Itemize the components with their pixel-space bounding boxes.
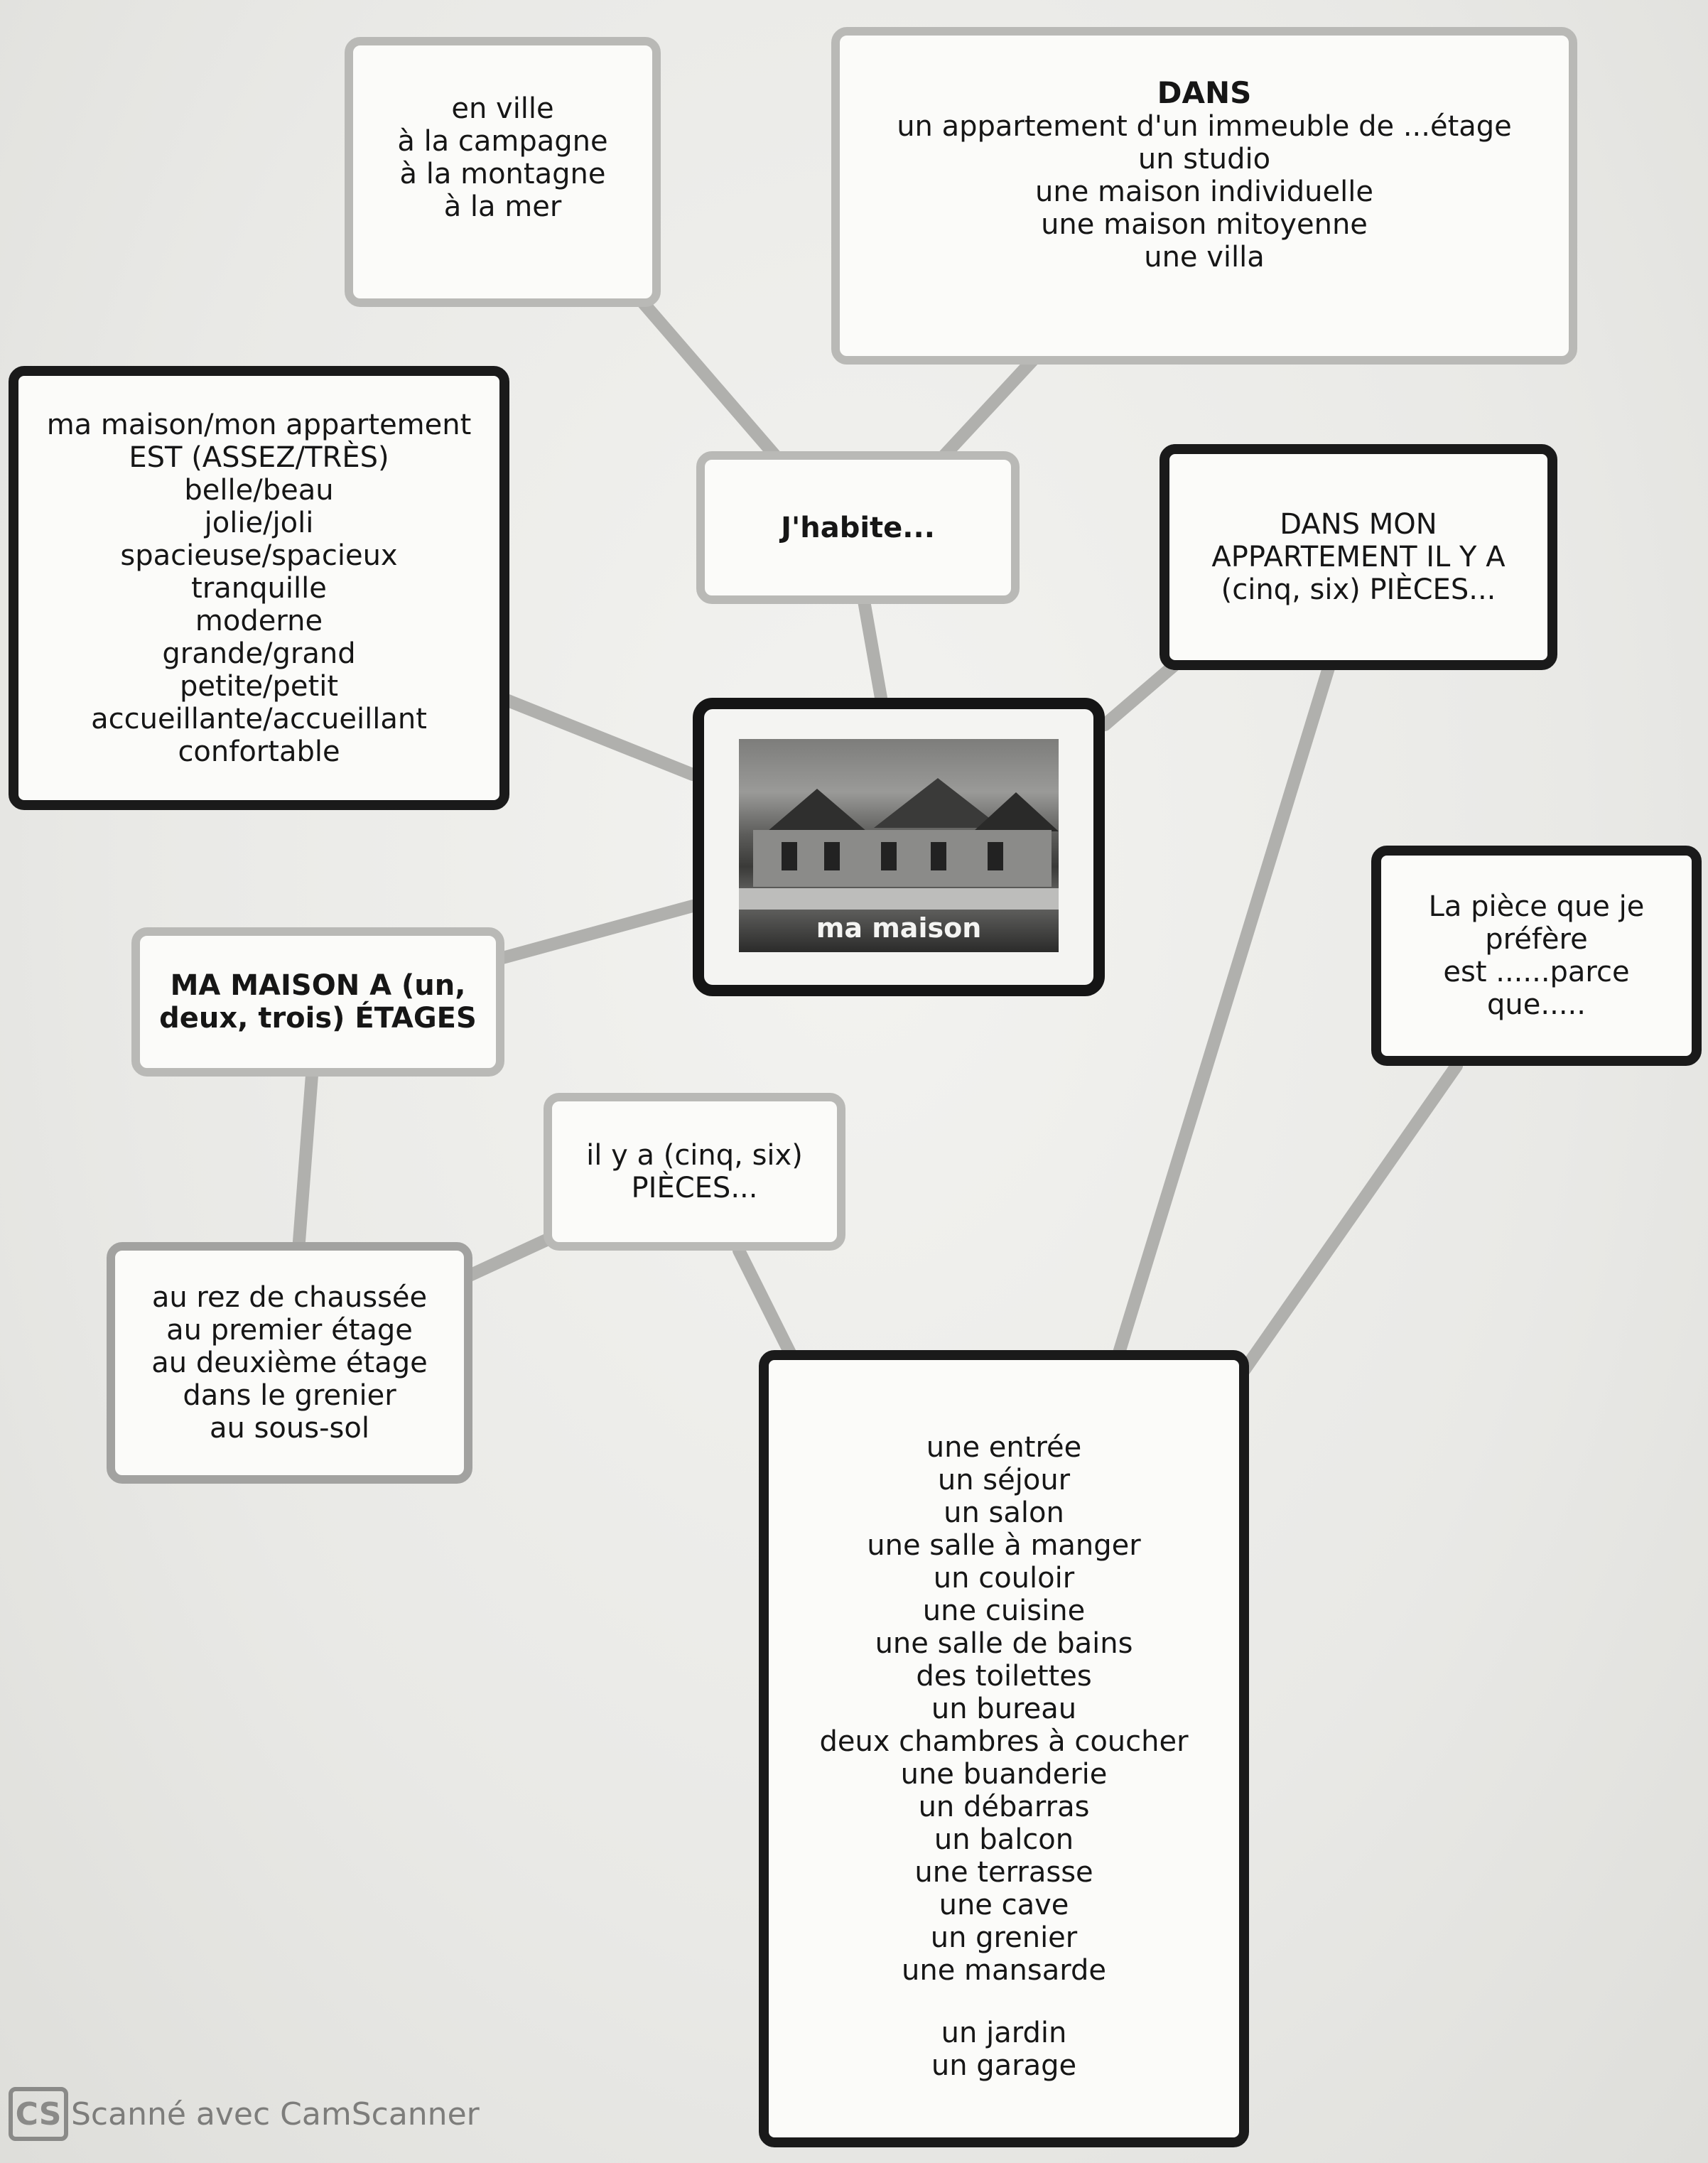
favorite-line: préfère bbox=[1485, 923, 1588, 956]
room-item: une salle à manger bbox=[867, 1529, 1141, 1562]
room-item: un salon bbox=[944, 1496, 1064, 1529]
room-item: un garage bbox=[931, 2049, 1077, 2082]
adjective-line: accueillante/accueillant bbox=[91, 702, 427, 735]
floor-level-line: dans le grenier bbox=[183, 1379, 396, 1412]
dwelling-title: DANS bbox=[1157, 75, 1252, 110]
room-item: une cave bbox=[939, 1889, 1069, 1921]
room-item: une terrasse bbox=[914, 1856, 1093, 1889]
location-line: à la mer bbox=[443, 190, 562, 223]
watermark-text: Scanné avec CamScanner bbox=[71, 2095, 480, 2132]
dwelling-line: une maison individuelle bbox=[1035, 175, 1373, 208]
room-item: un grenier bbox=[930, 1921, 1078, 1954]
room-item: un balcon bbox=[934, 1823, 1074, 1856]
rooms-count-line: il y a (cinq, six) bbox=[586, 1139, 803, 1172]
floors-line: deux, trois) ÉTAGES bbox=[159, 1002, 477, 1035]
room-item: des toilettes bbox=[916, 1660, 1092, 1693]
favorite-line: La pièce que je bbox=[1428, 890, 1645, 923]
room-item: une mansarde bbox=[902, 1954, 1106, 1987]
adjective-line: jolie/joli bbox=[204, 506, 314, 539]
dwelling-line: une maison mitoyenne bbox=[1041, 207, 1368, 241]
adjective-line: petite/petit bbox=[179, 669, 339, 703]
apartment-rooms-line: APPARTEMENT IL Y A bbox=[1211, 541, 1506, 573]
adjective-line: confortable bbox=[178, 735, 340, 768]
dwelling-line: une villa bbox=[1144, 240, 1265, 274]
room-item: un séjour bbox=[937, 1464, 1071, 1496]
apartment-rooms-box: DANS MON APPARTEMENT IL Y A (cinq, six) … bbox=[1160, 444, 1557, 670]
room-item: un débarras bbox=[918, 1791, 1090, 1823]
link-apartment-center bbox=[1098, 654, 1186, 731]
adjective-line: ma maison/mon appartement bbox=[46, 408, 472, 441]
location-box: en ville à la campagne à la montagne à l… bbox=[345, 37, 661, 307]
location-line: à la montagne bbox=[399, 158, 606, 190]
floors-line: MA MAISON A (un, bbox=[170, 969, 466, 1002]
room-item: deux chambres à coucher bbox=[819, 1725, 1189, 1758]
house-photo: ma maison bbox=[739, 739, 1059, 952]
link-floors-center bbox=[491, 900, 699, 966]
dwelling-line: un studio bbox=[1137, 142, 1271, 176]
apartment-rooms-line: (cinq, six) PIÈCES... bbox=[1221, 573, 1496, 606]
dwelling-line: un appartement d'un immeuble de ...étage bbox=[897, 109, 1512, 143]
adjective-line: moderne bbox=[195, 604, 323, 637]
floor-level-line: au sous-sol bbox=[210, 1412, 369, 1445]
link-location-jhabite bbox=[633, 292, 781, 461]
room-item: un bureau bbox=[931, 1693, 1077, 1725]
location-line: en ville bbox=[451, 92, 554, 125]
adjective-line: tranquille bbox=[191, 571, 327, 605]
floor-level-line: au rez de chaussée bbox=[151, 1281, 428, 1314]
favorite-room-box: La pièce que je préfère est ......parce … bbox=[1371, 846, 1702, 1066]
room-item: un couloir bbox=[933, 1562, 1075, 1595]
camscanner-logo: CS bbox=[9, 2087, 68, 2141]
adjectives-box: ma maison/mon appartement EST (ASSEZ/TRÈ… bbox=[9, 366, 509, 810]
favorite-line: est ......parce bbox=[1443, 956, 1630, 988]
room-item: un jardin bbox=[941, 2017, 1067, 2049]
room-item: une cuisine bbox=[922, 1595, 1086, 1627]
rooms-count-box: il y a (cinq, six) PIÈCES... bbox=[544, 1093, 845, 1251]
favorite-line: que..... bbox=[1487, 988, 1586, 1021]
link-jhabite-center bbox=[857, 590, 887, 704]
adjective-line: spacieuse/spacieux bbox=[120, 539, 398, 572]
adjective-line: belle/beau bbox=[184, 473, 334, 507]
dwelling-type-box: DANS un appartement d'un immeuble de ...… bbox=[831, 27, 1577, 365]
camscanner-watermark: CS Scanné avec CamScanner bbox=[9, 2082, 506, 2146]
room-item: une salle de bains bbox=[875, 1627, 1133, 1660]
location-line: à la campagne bbox=[397, 125, 608, 158]
link-apartment-list bbox=[1109, 662, 1335, 1371]
adjective-line: grande/grand bbox=[162, 637, 356, 670]
floor-levels-box: au rez de chaussée au premier étage au d… bbox=[107, 1242, 472, 1484]
floor-level-line: au deuxième étage bbox=[151, 1347, 428, 1379]
jhabite-box: J'habite... bbox=[696, 451, 1020, 604]
room-item: une buanderie bbox=[900, 1758, 1108, 1791]
link-favorite-list bbox=[1237, 1059, 1463, 1378]
link-roomscount-levels bbox=[455, 1230, 561, 1285]
floors-box: MA MAISON A (un, deux, trois) ÉTAGES bbox=[131, 927, 504, 1077]
apartment-rooms-line: DANS MON bbox=[1280, 508, 1437, 541]
link-dwelling-jhabite bbox=[939, 349, 1044, 461]
rooms-count-line: PIÈCES... bbox=[631, 1172, 758, 1204]
adjective-line: EST (ASSEZ/TRÈS) bbox=[129, 441, 389, 474]
rooms-list-box: une entrée un séjour un salon une salle … bbox=[759, 1350, 1249, 2147]
room-item: une entrée bbox=[926, 1431, 1082, 1464]
center-caption: ma maison bbox=[816, 912, 982, 944]
floor-level-line: au premier étage bbox=[166, 1314, 413, 1347]
link-floors-levels bbox=[292, 1059, 319, 1257]
jhabite-label: J'habite... bbox=[781, 511, 935, 544]
link-roomscount-list bbox=[733, 1244, 802, 1371]
link-adjectives-center bbox=[491, 690, 699, 781]
